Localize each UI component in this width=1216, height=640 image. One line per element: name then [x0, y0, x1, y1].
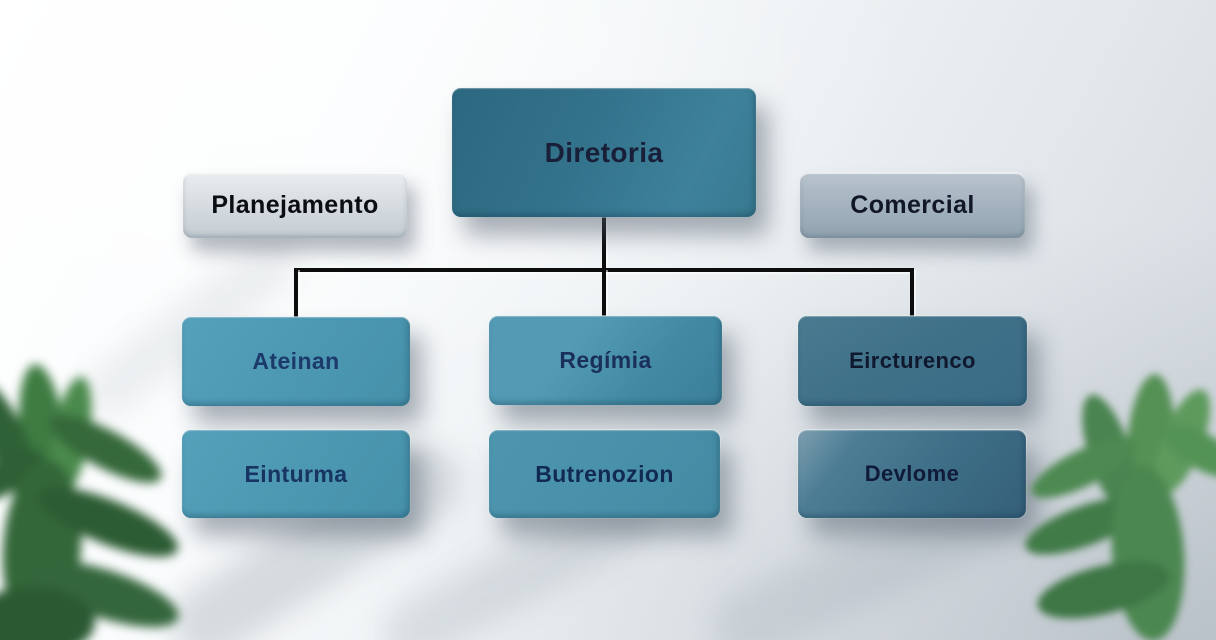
node-label: Butrenozion: [535, 460, 674, 487]
left-plant: [0, 362, 186, 640]
node-comercial: Comercial: [800, 172, 1025, 238]
node-eircturenco: Eircturenco: [798, 316, 1027, 406]
node-label: Planejamento: [211, 190, 379, 219]
connector-root-vertical: [602, 217, 606, 270]
right-plant: [1018, 372, 1216, 640]
connector-drop-center: [602, 268, 606, 318]
node-einturma: Einturma: [182, 430, 410, 518]
node-label: Devlome: [864, 461, 960, 486]
node-label: Diretoria: [544, 136, 664, 168]
node-label: Eircturenco: [849, 348, 976, 373]
node-butrenozion: Butrenozion: [489, 430, 720, 518]
connector-drop-right: [910, 268, 914, 318]
plant-leaf: [1105, 463, 1191, 640]
node-label: Ateinan: [252, 348, 340, 374]
connector-drop-left: [294, 268, 298, 318]
node-regimia: Regímia: [489, 316, 722, 405]
node-diretoria: Diretoria: [452, 88, 756, 217]
node-label: Comercial: [850, 190, 975, 219]
node-planejamento: Planejamento: [183, 172, 407, 238]
node-devlome: Devlome: [798, 430, 1026, 518]
node-label: Einturma: [244, 460, 348, 487]
node-label: Regímia: [559, 347, 652, 373]
node-ateinan: Ateinan: [182, 317, 410, 406]
